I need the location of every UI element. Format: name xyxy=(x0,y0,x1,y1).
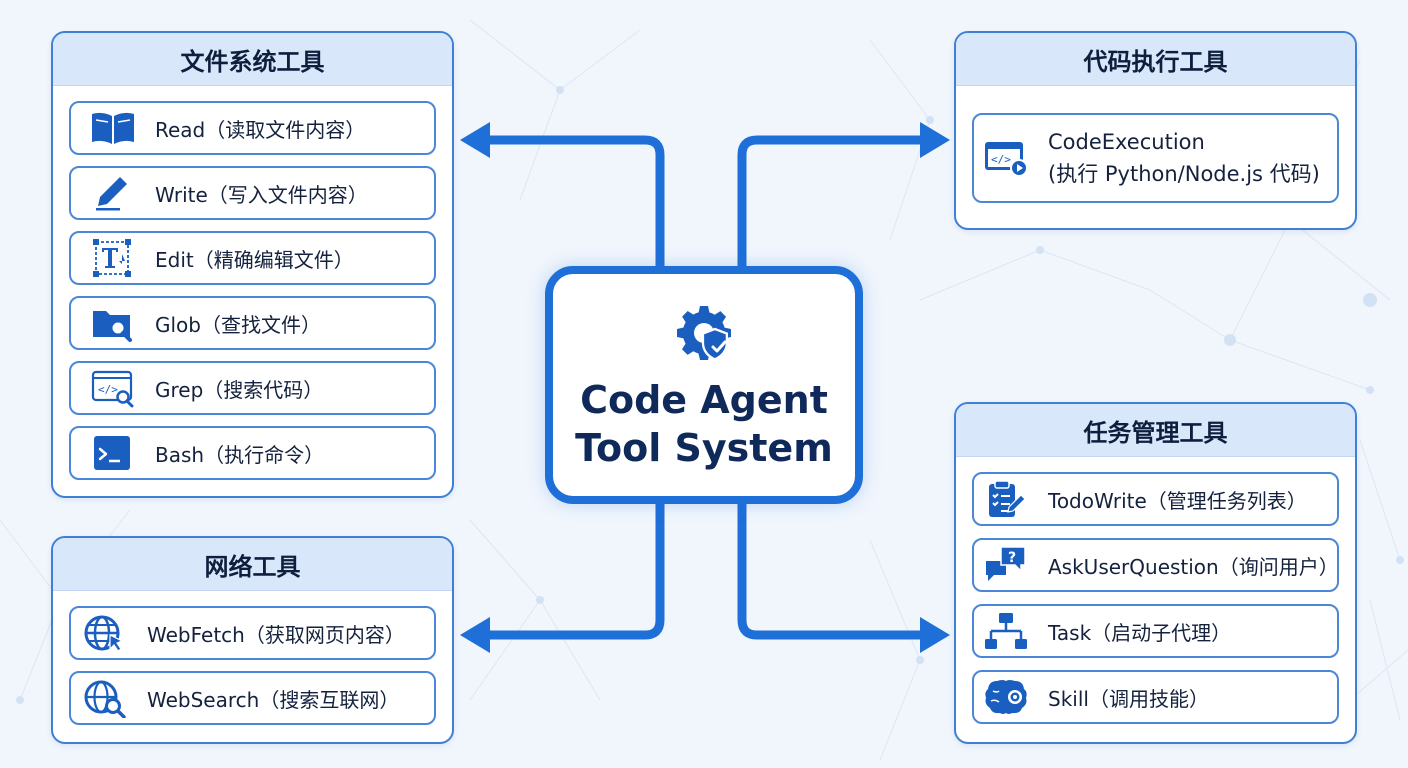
tool-bash[interactable]: Bash（执行命令） xyxy=(69,426,436,480)
tool-write-label: Write（写入文件内容） xyxy=(155,182,368,207)
panel-code-exec-title: 代码执行工具 xyxy=(956,33,1355,86)
connector-task-mgmt xyxy=(737,499,930,640)
panel-filesystem-title: 文件系统工具 xyxy=(53,33,452,86)
tool-read-label: Read（读取文件内容） xyxy=(155,117,366,142)
center-title-line1: Code Agent xyxy=(580,378,828,422)
svg-text:</>: </> xyxy=(98,383,118,396)
svg-text:?: ? xyxy=(1008,550,1016,566)
globe-search-icon xyxy=(81,678,129,718)
tool-task[interactable]: Task（启动子代理） xyxy=(972,604,1339,658)
panel-code-exec: 代码执行工具 </> CodeExecution (执行 Python/Node… xyxy=(954,31,1357,230)
panel-task-mgmt: 任务管理工具 TodoWrite（管理任务列表） ? AskUserQuesti… xyxy=(954,402,1357,744)
gear-shield-icon xyxy=(677,306,731,361)
center-title: Code Agent Tool System xyxy=(575,376,833,472)
tool-todowrite[interactable]: TodoWrite（管理任务列表） xyxy=(972,472,1339,526)
panel-filesystem: 文件系统工具 Read（读取文件内容） Write（写入文件内容） Edit（精… xyxy=(51,31,454,498)
panel-task-mgmt-title: 任务管理工具 xyxy=(956,404,1355,457)
tool-bash-label: Bash（执行命令） xyxy=(155,442,325,467)
tool-task-label: Task（启动子代理） xyxy=(1048,620,1232,645)
book-icon xyxy=(89,108,137,148)
tool-edit[interactable]: Edit（精确编辑文件） xyxy=(69,231,436,285)
tool-webfetch-label: WebFetch（获取网页内容） xyxy=(147,622,405,647)
tool-askuserquestion-label: AskUserQuestion（询问用户） xyxy=(1048,554,1339,579)
connector-network xyxy=(480,499,665,640)
hierarchy-icon xyxy=(982,611,1030,651)
center-system-box: Code Agent Tool System xyxy=(545,266,863,504)
arrowhead-task-mgmt xyxy=(920,617,950,653)
tool-grep[interactable]: </> Grep（搜索代码） xyxy=(69,361,436,415)
tool-websearch-label: WebSearch（搜索互联网） xyxy=(147,687,400,712)
tool-skill-label: Skill（调用技能） xyxy=(1048,686,1209,711)
tool-codeexecution-label-line1: CodeExecution xyxy=(1048,130,1205,154)
tool-skill[interactable]: Skill（调用技能） xyxy=(972,670,1339,724)
text-edit-icon xyxy=(89,238,137,278)
tool-codeexecution-label-line2: (执行 Python/Node.js 代码) xyxy=(1048,162,1320,186)
tool-glob[interactable]: Glob（查找文件） xyxy=(69,296,436,350)
panel-network-title: 网络工具 xyxy=(53,538,452,591)
code-search-icon: </> xyxy=(89,368,137,408)
tool-websearch[interactable]: WebSearch（搜索互联网） xyxy=(69,671,436,725)
panel-network: 网络工具 WebFetch（获取网页内容） WebSearch（搜索互联网） xyxy=(51,536,454,744)
tool-grep-label: Grep（搜索代码） xyxy=(155,377,324,402)
arrowhead-network xyxy=(460,617,490,653)
center-title-line2: Tool System xyxy=(575,426,833,470)
connector-code-exec xyxy=(737,135,930,271)
tool-read[interactable]: Read（读取文件内容） xyxy=(69,101,436,155)
globe-cursor-icon xyxy=(81,613,129,653)
code-window-play-icon: </> xyxy=(982,138,1030,178)
terminal-icon xyxy=(89,433,137,473)
arrowhead-code-exec xyxy=(920,122,950,158)
svg-text:</>: </> xyxy=(991,153,1011,166)
tool-glob-label: Glob（查找文件） xyxy=(155,312,321,337)
tool-edit-label: Edit（精确编辑文件） xyxy=(155,247,354,272)
clipboard-pen-icon xyxy=(982,479,1030,519)
pencil-icon xyxy=(89,173,137,213)
chat-question-icon: ? xyxy=(982,545,1030,585)
folder-search-icon xyxy=(89,303,137,343)
tool-askuserquestion[interactable]: ? AskUserQuestion（询问用户） xyxy=(972,538,1339,592)
arrowhead-filesystem xyxy=(460,122,490,158)
brain-gear-icon xyxy=(982,677,1030,717)
tool-codeexecution-label: CodeExecution (执行 Python/Node.js 代码) xyxy=(1048,126,1320,190)
tool-todowrite-label: TodoWrite（管理任务列表） xyxy=(1048,488,1307,513)
tool-write[interactable]: Write（写入文件内容） xyxy=(69,166,436,220)
connector-filesystem xyxy=(480,135,665,271)
tool-codeexecution[interactable]: </> CodeExecution (执行 Python/Node.js 代码) xyxy=(972,113,1339,203)
tool-webfetch[interactable]: WebFetch（获取网页内容） xyxy=(69,606,436,660)
